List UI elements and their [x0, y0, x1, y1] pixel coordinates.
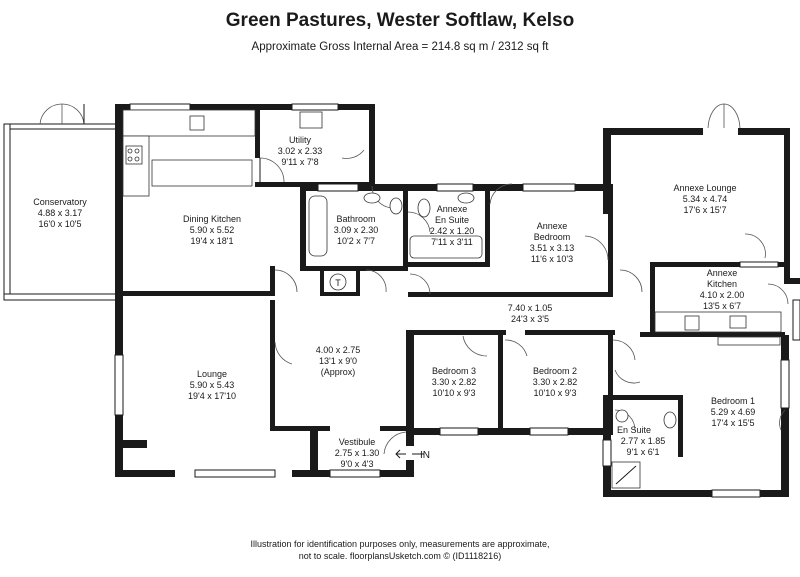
annexe-kitchen-imperial: 13'5 x 6'7 [703, 301, 741, 311]
dining-kitchen-name: Dining Kitchen [183, 214, 241, 224]
bedroom-1-imperial: 17'4 x 15'5 [712, 418, 755, 428]
corridor-metric: 7.40 x 1.05 [508, 303, 553, 313]
conservatory-metric: 4.88 x 3.17 [38, 208, 83, 218]
lounge-metric: 5.90 x 5.43 [190, 380, 235, 390]
en-suite-imperial: 9'1 x 6'1 [627, 447, 660, 457]
fixtures [122, 109, 782, 489]
plan-area-subtitle: Approximate Gross Internal Area = 214.8 … [251, 41, 549, 53]
plan-title: Green Pastures, Wester Softlaw, Kelso [225, 10, 575, 31]
windows [114, 103, 800, 498]
hall-metric: 4.00 x 2.75 [316, 345, 361, 355]
internal-walls [115, 110, 790, 457]
entry-label: IN [420, 450, 430, 461]
utility-name: Utility [289, 135, 311, 145]
bathroom-metric: 3.09 x 2.30 [334, 225, 379, 235]
tank-marker: T [335, 278, 341, 288]
utility-imperial: 9'11 x 7'8 [281, 157, 318, 167]
en-suite-name: En Suite [617, 425, 651, 435]
annexe-bedroom-imperial: 11'6 x 10'3 [531, 254, 573, 264]
annexe-en-suite-name-2: En Suite [435, 215, 469, 225]
annexe-en-suite-name-1: Annexe [437, 204, 468, 214]
vestibule-metric: 2.75 x 1.30 [335, 448, 380, 458]
bedroom-3-name: Bedroom 3 [432, 366, 476, 376]
utility-metric: 3.02 x 2.33 [278, 146, 323, 156]
annexe-kitchen-metric: 4.10 x 2.00 [700, 290, 745, 300]
water-tank-icon [329, 273, 347, 291]
conservatory-name: Conservatory [33, 197, 87, 207]
annexe-bedroom-name-1: Annexe [537, 221, 568, 231]
hall-imperial: 13'1 x 9'0 [319, 356, 357, 366]
annexe-kitchen-name-2: Kitchen [707, 279, 737, 289]
bedroom-2-metric: 3.30 x 2.82 [533, 377, 578, 387]
annexe-bedroom-metric: 3.51 x 3.13 [530, 243, 575, 253]
annexe-bedroom-name-2: Bedroom [534, 232, 571, 242]
room-labels: Conservatory 4.88 x 3.17 16'0 x 10'5 Din… [33, 135, 755, 469]
en-suite-metric: 2.77 x 1.85 [621, 436, 666, 446]
annexe-lounge-name: Annexe Lounge [673, 183, 736, 193]
hall-note: (Approx) [321, 367, 356, 377]
bedroom-1-name: Bedroom 1 [711, 396, 755, 406]
dining-kitchen-metric: 5.90 x 5.52 [190, 225, 235, 235]
vestibule-name: Vestibule [339, 437, 376, 447]
entry-marker: IN [395, 449, 430, 461]
bedroom-2-imperial: 10'10 x 9'3 [534, 388, 577, 398]
dining-kitchen-imperial: 19'4 x 18'1 [191, 236, 234, 246]
annexe-en-suite-imperial: 7'11 x 3'11 [431, 237, 473, 247]
bathroom-name: Bathroom [336, 214, 375, 224]
bedroom-1-metric: 5.29 x 4.69 [711, 407, 756, 417]
bathroom-imperial: 10'2 x 7'7 [337, 236, 375, 246]
disclaimer-line-2: not to scale. floorplansUsketch.com © (I… [298, 551, 502, 561]
annexe-en-suite-metric: 2.42 x 1.20 [430, 226, 475, 236]
corridor-imperial: 24'3 x 3'5 [511, 314, 549, 324]
annexe-lounge-imperial: 17'6 x 15'7 [684, 205, 727, 215]
vestibule-imperial: 9'0 x 4'3 [341, 459, 374, 469]
bedroom-3-imperial: 10'10 x 9'3 [433, 388, 476, 398]
annexe-kitchen-name-1: Annexe [707, 268, 738, 278]
lounge-imperial: 19'4 x 17'10 [188, 391, 236, 401]
bedroom-2-name: Bedroom 2 [533, 366, 577, 376]
entry-arrow-icon [395, 449, 401, 459]
disclaimer-line-1: Illustration for identification purposes… [250, 539, 550, 549]
bedroom-3-metric: 3.30 x 2.82 [432, 377, 477, 387]
annexe-lounge-metric: 5.34 x 4.74 [683, 194, 728, 204]
doors [259, 103, 789, 455]
conservatory-imperial: 16'0 x 10'5 [39, 219, 82, 229]
lounge-name: Lounge [197, 369, 227, 379]
disclaimer: Illustration for identification purposes… [0, 538, 800, 562]
